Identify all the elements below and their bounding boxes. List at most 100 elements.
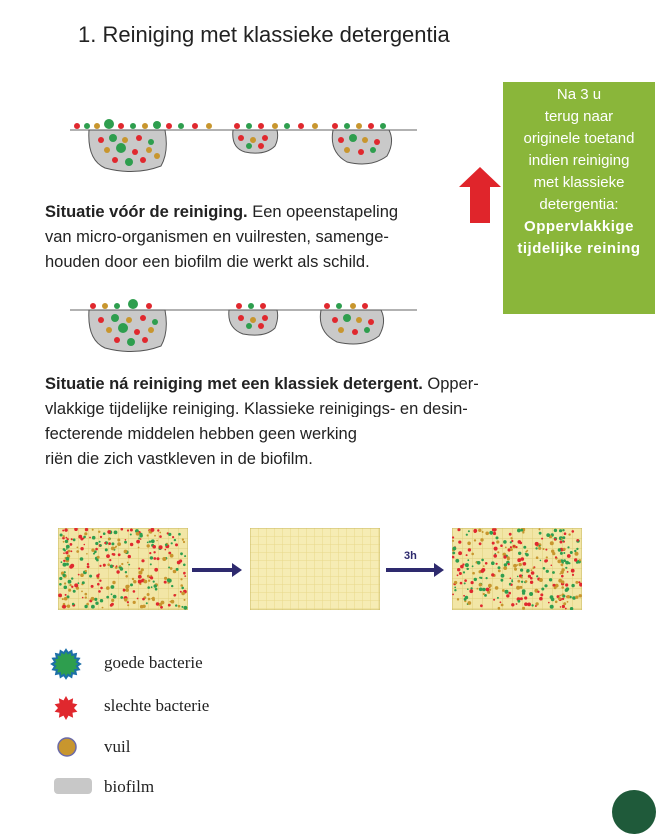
surface-speck — [104, 541, 107, 545]
surface-speck — [452, 546, 457, 551]
green-info-box: Na 3 u terug naar originele toetand indi… — [503, 82, 655, 314]
bad-bacterium-dot — [238, 315, 244, 321]
surface-speck — [170, 542, 173, 545]
surface-speck — [497, 606, 501, 610]
surface-speck — [177, 604, 181, 608]
surface-speck — [530, 569, 533, 572]
surface-speck — [93, 552, 95, 555]
surface-speck — [124, 571, 128, 574]
surface-speck — [175, 567, 179, 571]
bad-bacterium-dot — [192, 123, 198, 129]
surface-speck — [102, 563, 106, 567]
dirt-dot — [350, 303, 356, 309]
dirt-icon — [57, 737, 77, 757]
surface-speck — [99, 579, 102, 582]
surface-speck — [108, 542, 111, 545]
dirt-dot — [356, 123, 362, 129]
good-bacterium-dot — [148, 139, 154, 145]
surface-speck — [571, 583, 575, 588]
good-bacterium-dot — [109, 134, 117, 142]
arrow-1-icon — [192, 563, 242, 577]
surface-speck — [578, 559, 581, 562]
surface-speck — [66, 595, 70, 599]
surface-speck — [473, 528, 478, 533]
surface-speck — [515, 603, 518, 605]
surface-speck — [81, 596, 84, 599]
bad-bacterium-dot — [134, 329, 140, 335]
dirt-dot — [362, 137, 368, 143]
dirt-dot — [344, 147, 350, 153]
surface-speck — [516, 575, 519, 578]
surface-speck — [91, 535, 96, 540]
surface-speck — [129, 533, 132, 536]
bad-bacterium-dot — [238, 135, 244, 141]
bad-bacterium-dot — [236, 303, 242, 309]
surface-speck — [561, 597, 565, 601]
good-bacterium-dot — [246, 323, 252, 329]
surface-speck — [478, 528, 482, 532]
green-box-strong-line: Oppervlakkige — [524, 218, 634, 235]
situation-after-line1: Opper- — [427, 375, 479, 393]
biofilm-icon — [54, 778, 92, 794]
surface-speck — [541, 537, 544, 540]
surface-speck — [153, 557, 157, 560]
bad-bacterium-dot — [368, 123, 374, 129]
surface-speck — [563, 559, 566, 562]
surface-speck — [62, 540, 65, 543]
situation-before-heading: Situatie vóór de reiniging. — [45, 203, 248, 221]
surface-speck — [65, 544, 70, 549]
surface-speck — [84, 592, 88, 596]
surface-speck — [471, 565, 474, 568]
surface-speck — [511, 579, 513, 581]
surface-speck — [181, 538, 184, 541]
surface-speck — [175, 543, 178, 547]
surface-speck — [110, 593, 113, 596]
surface-speck — [560, 570, 564, 575]
surface-speck — [510, 537, 513, 540]
surface-speck — [473, 577, 477, 582]
surface-speck — [497, 566, 501, 570]
surface-speck — [476, 587, 479, 590]
surface-speck — [568, 533, 571, 536]
surface-speck — [84, 532, 88, 536]
surface-speck — [539, 596, 543, 601]
surface-speck — [576, 547, 579, 551]
surface-speck — [64, 539, 69, 544]
surface-speck — [125, 588, 129, 592]
surface-speck — [491, 573, 495, 577]
surface-speck — [480, 569, 485, 573]
surface-speck — [138, 537, 141, 540]
legend-label-biofilm: biofilm — [104, 777, 155, 796]
surface-speck — [65, 556, 70, 561]
surface-speck — [81, 590, 83, 593]
surface-speck — [512, 545, 516, 548]
surface-speck — [180, 584, 183, 587]
surface-speck — [458, 551, 462, 556]
surface-speck — [479, 576, 482, 579]
surface-speck — [561, 604, 565, 609]
surface-speck — [150, 586, 153, 589]
surface-speck — [489, 588, 492, 591]
surface-speck — [513, 563, 517, 568]
green-box-line: met klassieke — [533, 174, 625, 191]
surface-speck — [503, 540, 507, 544]
surface-speck — [126, 601, 129, 604]
surface-speck — [63, 559, 66, 562]
surface-speck — [148, 540, 152, 543]
surface-speck — [500, 578, 504, 582]
clean-surface-image — [250, 528, 380, 610]
surface-speck — [126, 529, 130, 532]
bad-bacterium-dot — [98, 317, 104, 323]
surface-speck — [453, 580, 458, 585]
surface-speck — [76, 546, 79, 549]
surface-speck — [452, 593, 454, 596]
surface-speck — [146, 593, 150, 596]
surface-speck — [464, 579, 467, 582]
bad-bacterium-dot — [332, 317, 338, 323]
surface-speck — [534, 541, 539, 546]
surface-speck — [496, 540, 500, 544]
surface-speck — [107, 537, 111, 541]
bad-bacterium-dot — [262, 135, 268, 141]
surface-speck — [516, 585, 521, 590]
surface-speck — [540, 593, 544, 597]
